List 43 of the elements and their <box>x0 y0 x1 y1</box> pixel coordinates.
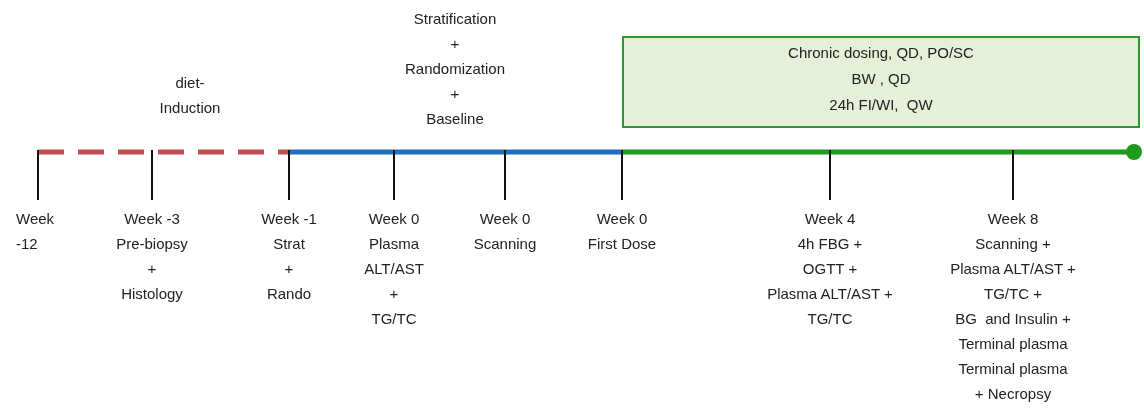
timepoint-label: Histology <box>121 285 183 303</box>
timepoint-label: + <box>389 285 399 303</box>
phase-label: + <box>450 35 460 53</box>
box-text: Chronic dosing, QD, PO/SC <box>787 44 975 62</box>
timepoint-label: Terminal plasma <box>958 360 1068 378</box>
phase-label: + <box>450 85 460 103</box>
timepoint-label: Pre-biopsy <box>116 235 188 253</box>
dosing-period-box <box>622 36 1140 128</box>
timepoint-label: OGTT + <box>802 260 858 278</box>
phase-label: Randomization <box>404 60 506 78</box>
timepoint-label: Plasma ALT/AST + <box>767 285 893 303</box>
timepoint-label: Week <box>16 210 55 228</box>
timepoint-label: + Necropsy <box>974 385 1052 403</box>
timepoint-label: Plasma ALT/AST + <box>950 260 1076 278</box>
timepoint-label: Plasma <box>369 235 419 253</box>
timepoint-label: Terminal plasma <box>958 335 1068 353</box>
timepoint-label: Week 8 <box>987 210 1039 228</box>
box-text: 24h FI/WI, QW <box>828 96 934 114</box>
box-text: BW , QD <box>850 70 912 88</box>
timepoint-label: Scanning + <box>975 235 1051 253</box>
timepoint-label: TG/TC <box>807 310 853 328</box>
timepoint-label: TG/TC <box>371 310 417 328</box>
timepoint-label: First Dose <box>587 235 657 253</box>
phase-label: diet- <box>175 74 205 92</box>
phase-label: Stratification <box>413 10 497 28</box>
timepoint-label: Week 0 <box>596 210 648 228</box>
timepoint-label: -12 <box>16 235 38 253</box>
timepoint-label: TG/TC + <box>984 285 1042 303</box>
timepoint-label: Week 4 <box>804 210 856 228</box>
timepoint-label: ALT/AST <box>364 260 424 278</box>
phase-label: Baseline <box>426 110 484 128</box>
timepoint-label: + <box>147 260 157 278</box>
timepoint-label: Week 0 <box>479 210 531 228</box>
timepoint-label: Week -1 <box>261 210 317 228</box>
timepoint-label: Week 0 <box>368 210 420 228</box>
timepoint-label: + <box>284 260 294 278</box>
timepoint-label: Week -3 <box>124 210 180 228</box>
timepoint-label: Scanning <box>473 235 537 253</box>
timepoint-label: Strat <box>273 235 305 253</box>
timepoint-label: Rando <box>266 285 312 303</box>
timepoint-label: BG and Insulin + <box>955 310 1071 328</box>
phase-label: Induction <box>159 99 221 117</box>
timepoint-label: 4h FBG + <box>797 235 863 253</box>
